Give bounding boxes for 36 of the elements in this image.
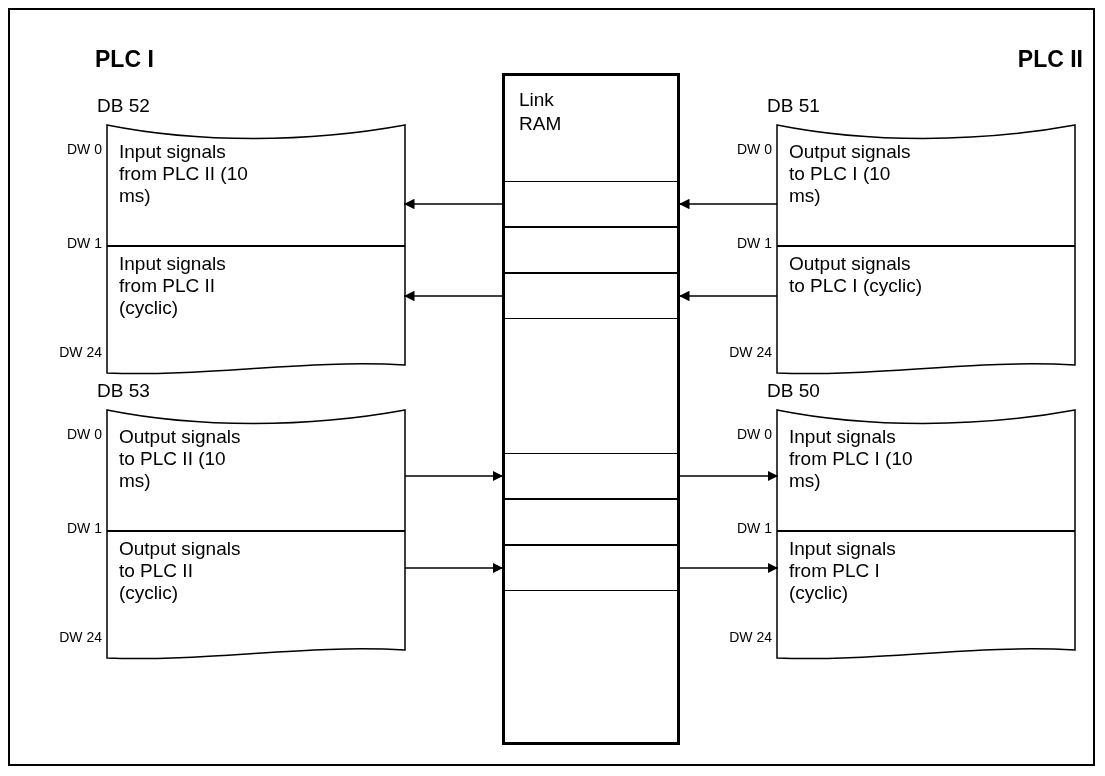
word-address: DW 1 (67, 520, 102, 536)
memory-slot (502, 453, 680, 499)
section-text: Input signals from PLC II (10 ms) (119, 141, 249, 207)
word-address: DW 1 (737, 520, 772, 536)
word-address: DW 1 (67, 235, 102, 251)
plc-heading: PLC II (1017, 46, 1083, 73)
memory-slot (502, 545, 680, 591)
word-address: DW 0 (737, 426, 772, 442)
memory-slot (502, 227, 680, 273)
word-address: DW 24 (59, 629, 102, 645)
block-heading: DB 52 (97, 95, 150, 117)
word-address: DW 0 (737, 141, 772, 157)
memory-block (502, 73, 680, 745)
plc-heading: PLC I (95, 46, 154, 73)
word-address: DW 0 (67, 426, 102, 442)
word-address: DW 0 (67, 141, 102, 157)
block-heading: DB 50 (767, 380, 820, 402)
word-address: DW 1 (737, 235, 772, 251)
arrow (678, 290, 778, 302)
section-text: Input signals from PLC I (cyclic) (789, 538, 897, 604)
memory-slot (502, 273, 680, 319)
section-text: Output signals to PLC II (10 ms) (119, 426, 242, 492)
section-text: Output signals to PLC I (cyclic) (789, 253, 924, 297)
block-heading: DB 51 (767, 95, 820, 117)
word-address: DW 24 (59, 344, 102, 360)
memory-slot (502, 499, 680, 545)
arrow (678, 198, 778, 210)
section-text: Output signals to PLC I (10 ms) (789, 141, 912, 207)
memory-label: Link RAM (519, 88, 563, 136)
word-address: DW 24 (729, 344, 772, 360)
block-heading: DB 53 (97, 380, 150, 402)
memory-slot (502, 181, 680, 227)
section-text: Output signals to PLC II (cyclic) (119, 538, 242, 604)
section-text: Input signals from PLC II (cyclic) (119, 253, 227, 319)
word-address: DW 24 (729, 629, 772, 645)
section-text: Input signals from PLC I (10 ms) (789, 426, 914, 492)
